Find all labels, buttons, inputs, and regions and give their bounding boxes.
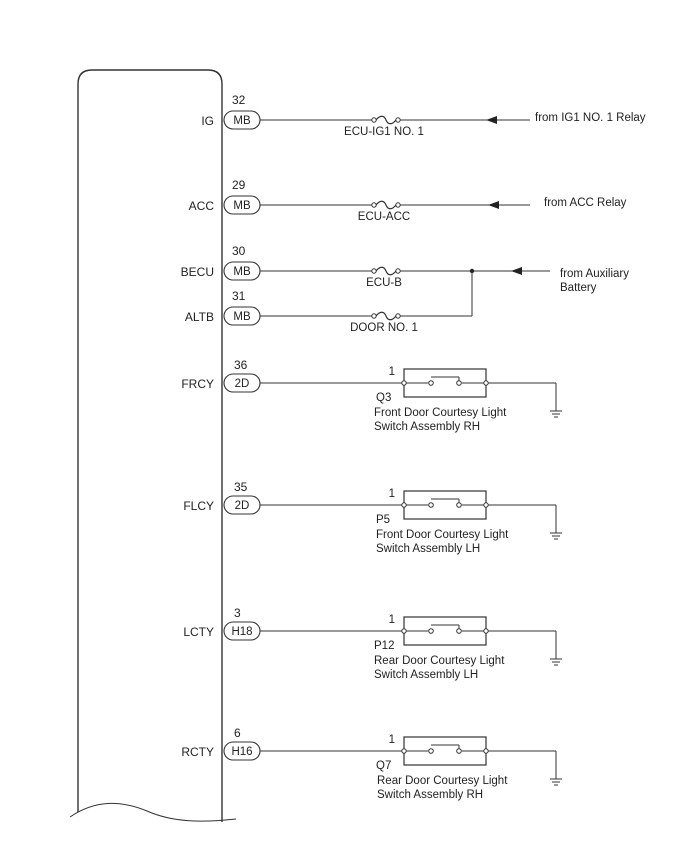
circuit-rcty-component-line-0: Rear Door Courtesy Light xyxy=(377,775,508,787)
circuit-ig-fuse-label: ECU-IG1 NO. 1 xyxy=(344,126,424,138)
circuit-acc-fuse-label: ECU-ACC xyxy=(358,211,410,223)
circuit-ig-connector-label: MB xyxy=(233,115,251,127)
circuit-frcy-connector-label: 2D xyxy=(235,378,250,390)
circuit-ig-arrow-icon xyxy=(486,116,497,124)
circuit-rcty-switch-pin: 1 xyxy=(389,734,395,746)
circuit-rcty-switch-contact-a xyxy=(428,748,434,754)
circuit-flcy-switch-terminal-out xyxy=(483,502,489,508)
circuit-lcty-terminal: LCTY xyxy=(183,625,214,639)
circuit-lcty-switch-pin: 1 xyxy=(389,614,395,626)
circuit-frcy-component-line-1: Switch Assembly RH xyxy=(374,421,480,433)
circuit-frcy-switch-contact-b xyxy=(456,380,462,386)
circuit-lcty-switch-contact-b xyxy=(456,628,462,634)
circuit-becu-connector-label: MB xyxy=(233,266,251,278)
circuit-rcty-switch-contact-b xyxy=(456,748,462,754)
ecu-torn-edge xyxy=(69,802,237,822)
ecu-body-outline xyxy=(78,70,222,812)
circuit-flcy-pin-number: 35 xyxy=(234,480,248,494)
circuit-acc-fuse-end-left xyxy=(371,202,377,208)
circuit-becu-pin-number: 30 xyxy=(232,244,246,258)
circuit-flcy-switch-connector: P5 xyxy=(376,514,390,526)
circuit-flcy-connector-label: 2D xyxy=(235,500,250,512)
circuit-becu-source-line-1: Battery xyxy=(560,282,597,294)
circuit-frcy-terminal: FRCY xyxy=(181,377,214,391)
circuit-lcty-component-line-1: Switch Assembly LH xyxy=(374,669,478,681)
circuit-acc-terminal: ACC xyxy=(189,199,215,213)
circuit-flcy-switch-pin: 1 xyxy=(389,488,395,500)
becu-altb-junction xyxy=(469,268,475,316)
circuit-flcy-component-line-1: Switch Assembly LH xyxy=(376,543,480,555)
circuit-acc-fuse-icon xyxy=(375,200,397,210)
circuit-lcty-pin-number: 3 xyxy=(234,606,241,620)
circuit-lcty-connector-label: H18 xyxy=(231,626,252,638)
circuit-becu-fuse-end-right xyxy=(395,268,401,274)
circuit-lcty-switch-terminal-out xyxy=(483,628,489,634)
circuit-lcty-switch-terminal-in xyxy=(401,628,407,634)
circuit-altb-pin-number: 31 xyxy=(232,289,246,303)
circuit-becu-fuse-label: ECU-B xyxy=(366,277,402,289)
circuit-flcy-component-line-0: Front Door Courtesy Light xyxy=(376,529,509,541)
circuit-flcy-switch-contact-b xyxy=(456,502,462,508)
circuit-acc-connector-label: MB xyxy=(233,200,251,212)
circuit-frcy-component-line-0: Front Door Courtesy Light xyxy=(374,407,507,419)
circuit-acc-source: from ACC Relay xyxy=(544,197,627,209)
circuit-rcty-component-line-1: Switch Assembly RH xyxy=(377,789,483,801)
circuit-ig-fuse-end-left xyxy=(371,117,377,123)
circuit-acc-arrow-icon xyxy=(488,201,499,209)
circuit-ig-fuse-icon xyxy=(375,115,397,125)
circuit-becu-fuse-icon xyxy=(375,266,397,276)
circuit-frcy-switch-terminal-out xyxy=(483,380,489,386)
circuit-ig-source: from IG1 NO. 1 Relay xyxy=(535,112,646,124)
circuit-ig-pin-number: 32 xyxy=(232,93,246,107)
circuit-altb-fuse-label: DOOR NO. 1 xyxy=(350,322,418,334)
circuit-lcty-component-line-0: Rear Door Courtesy Light xyxy=(374,655,505,667)
circuit-becu-terminal: BECU xyxy=(181,265,214,279)
circuit-flcy-switch-terminal-in xyxy=(401,502,407,508)
circuit-altb-connector-label: MB xyxy=(233,311,251,323)
circuit-rcty-terminal: RCTY xyxy=(181,745,214,759)
circuit-acc-pin-number: 29 xyxy=(232,178,246,192)
circuit-rcty-switch-terminal-out xyxy=(483,748,489,754)
circuit-lcty-switch-connector: P12 xyxy=(374,640,394,652)
circuit-frcy-switch-contact-a xyxy=(428,380,434,386)
circuit-rcty-switch-terminal-in xyxy=(401,748,407,754)
circuit-frcy-switch-terminal-in xyxy=(401,380,407,386)
circuit-frcy-switch-connector: Q3 xyxy=(376,392,391,404)
circuit-rcty-pin-number: 6 xyxy=(234,726,241,740)
circuit-rcty-switch-connector: Q7 xyxy=(376,760,391,772)
circuit-frcy-pin-number: 36 xyxy=(234,358,248,372)
circuit-frcy-switch-pin: 1 xyxy=(389,366,395,378)
circuit-altb-terminal: ALTB xyxy=(185,310,214,324)
circuit-altb-fuse-end-right xyxy=(395,313,401,319)
circuit-flcy-terminal: FLCY xyxy=(183,499,214,513)
circuit-becu-arrow-icon xyxy=(511,267,522,275)
circuit-flcy-switch-contact-a xyxy=(428,502,434,508)
circuit-lcty-switch-contact-a xyxy=(428,628,434,634)
circuit-ig-terminal: IG xyxy=(201,114,214,128)
ecu-body-edge xyxy=(77,69,223,822)
circuit-altb-fuse-icon xyxy=(375,311,397,321)
circuit-acc-fuse-end-right xyxy=(395,202,401,208)
circuit-becu-fuse-end-left xyxy=(371,268,377,274)
circuit-altb-fuse-end-left xyxy=(371,313,377,319)
circuit-becu-source-line-0: from Auxiliary xyxy=(560,268,629,280)
circuit-rcty-connector-label: H16 xyxy=(231,746,252,758)
circuit-ig-fuse-end-right xyxy=(395,117,401,123)
